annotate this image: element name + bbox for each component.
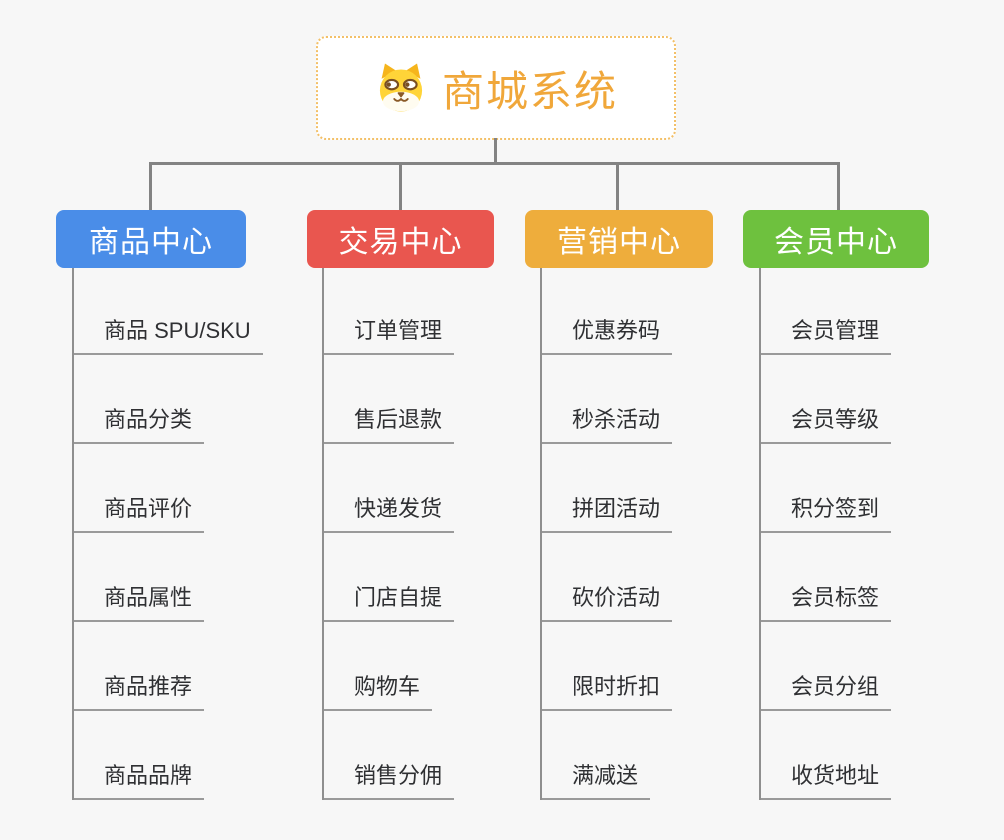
branch-children-member: 会员管理 会员等级 积分签到 会员标签 会员分组 收货地址 — [759, 268, 892, 800]
leaf-node[interactable]: 砍价活动 — [542, 580, 673, 622]
branch-children-product: 商品 SPU/SKU 商品分类 商品评价 商品属性 商品推荐 商品品牌 — [72, 268, 263, 800]
branch-label-product: 商品中心 — [89, 226, 213, 259]
leaf-node[interactable]: 会员等级 — [761, 402, 892, 444]
leaf-node[interactable]: 会员管理 — [761, 313, 892, 355]
leaf-node[interactable]: 会员标签 — [761, 580, 892, 622]
leaf-node[interactable]: 购物车 — [324, 669, 433, 711]
connector-drop-trade — [399, 163, 402, 211]
leaf-node[interactable]: 秒杀活动 — [542, 402, 673, 444]
leaf-node[interactable]: 销售分佣 — [324, 758, 455, 800]
root-node[interactable]: 商城系统 — [316, 36, 676, 140]
branch-label-trade: 交易中心 — [338, 226, 463, 259]
connector-drop-member — [837, 163, 840, 211]
branch-node-trade[interactable]: 交易中心 — [307, 210, 494, 268]
branch-node-marketing[interactable]: 营销中心 — [525, 210, 713, 268]
leaf-node[interactable]: 售后退款 — [324, 402, 455, 444]
root-label: 商城系统 — [441, 67, 618, 115]
branch-children-marketing: 优惠券码 秒杀活动 拼团活动 砍价活动 限时折扣 满减送 — [540, 268, 673, 800]
leaf-node[interactable]: 快递发货 — [324, 491, 455, 533]
leaf-node[interactable]: 拼团活动 — [542, 491, 673, 533]
leaf-node[interactable]: 会员分组 — [761, 669, 892, 711]
leaf-node[interactable]: 满减送 — [542, 758, 651, 800]
leaf-node[interactable]: 商品推荐 — [74, 669, 205, 711]
leaf-node[interactable]: 订单管理 — [324, 313, 455, 355]
leaf-node[interactable]: 积分签到 — [761, 491, 892, 533]
leaf-node[interactable]: 商品 SPU/SKU — [74, 313, 263, 355]
leaf-node[interactable]: 限时折扣 — [542, 669, 673, 711]
leaf-node[interactable]: 商品品牌 — [74, 758, 205, 800]
branch-children-trade: 订单管理 售后退款 快递发货 门店自提 购物车 销售分佣 — [322, 268, 455, 800]
dog-face-icon — [374, 61, 428, 115]
leaf-node[interactable]: 商品评价 — [74, 491, 205, 533]
branch-label-marketing: 营销中心 — [557, 226, 681, 259]
connector-root-stub — [494, 138, 497, 164]
branch-node-product[interactable]: 商品中心 — [56, 210, 246, 268]
connector-drop-marketing — [616, 163, 619, 211]
leaf-node[interactable]: 优惠券码 — [542, 313, 673, 355]
leaf-node[interactable]: 门店自提 — [324, 580, 455, 622]
leaf-node[interactable]: 收货地址 — [761, 758, 892, 800]
leaf-node[interactable]: 商品分类 — [74, 402, 205, 444]
branch-label-member: 会员中心 — [774, 226, 898, 259]
branch-node-member[interactable]: 会员中心 — [743, 210, 929, 268]
leaf-node[interactable]: 商品属性 — [74, 580, 205, 622]
connector-bus — [149, 162, 840, 165]
connector-drop-product — [149, 163, 152, 211]
